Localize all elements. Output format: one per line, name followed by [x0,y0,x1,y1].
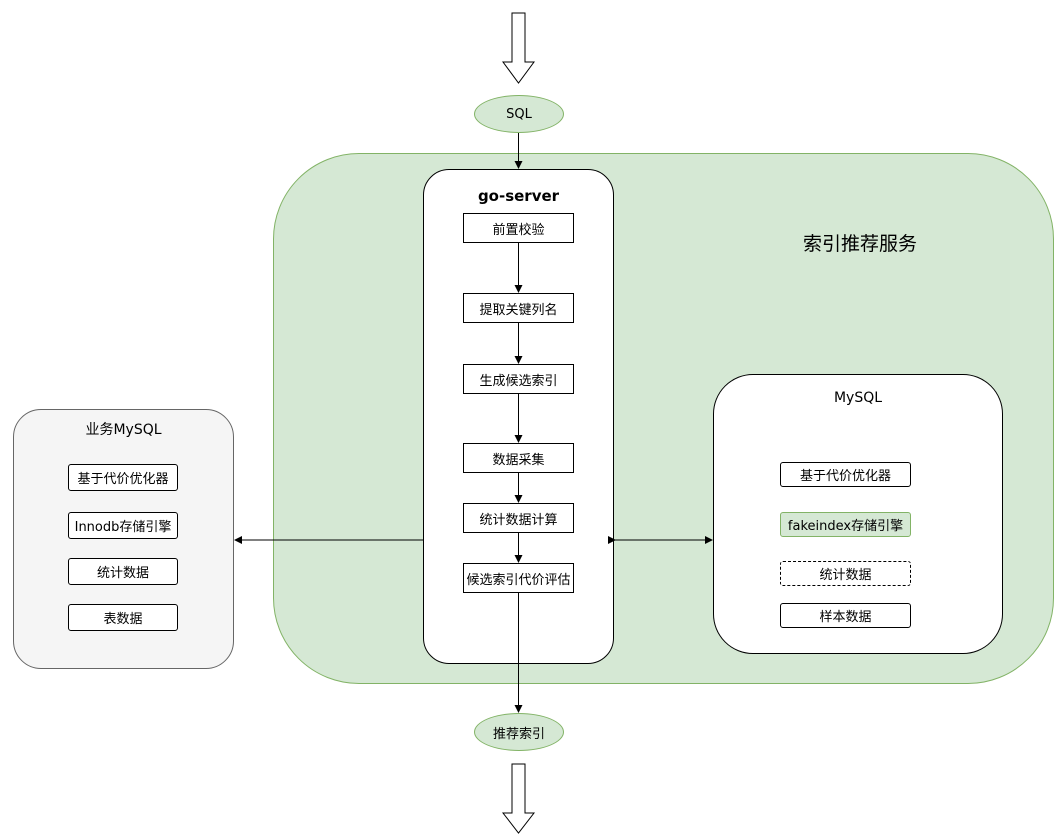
step-candidate-index-cost-evaluation: 候选索引代价评估 [463,563,574,593]
go-server-title: go-server [477,187,560,205]
business-mysql-title: 业务MySQL [85,422,162,438]
top-hollow-arrow-icon [502,12,535,84]
step-generate-candidate-indexes: 生成候选索引 [463,364,574,394]
bottom-hollow-arrow-icon [501,763,536,834]
mysql-title: MySQL [833,390,883,406]
mysql-statistics: 统计数据 [780,561,911,586]
sql-input-node: SQL [474,95,564,133]
business-innodb-storage-engine: Innodb存储引擎 [68,512,178,539]
mysql-cost-based-optimizer: 基于代价优化器 [780,462,911,487]
recommended-index-output-node: 推荐索引 [474,713,564,751]
step-statistics-computation: 统计数据计算 [463,503,574,533]
business-table-data: 表数据 [68,604,178,631]
step-precheck: 前置校验 [463,213,574,243]
mysql-fakeindex-storage-engine: fakeindex存储引擎 [780,512,911,537]
step-extract-key-columns: 提取关键列名 [463,293,574,323]
business-statistics: 统计数据 [68,558,178,585]
step-data-collection: 数据采集 [463,443,574,473]
business-cost-based-optimizer: 基于代价优化器 [68,464,178,491]
service-title: 索引推荐服务 [802,233,917,255]
mysql-sample-data: 样本数据 [780,603,911,628]
